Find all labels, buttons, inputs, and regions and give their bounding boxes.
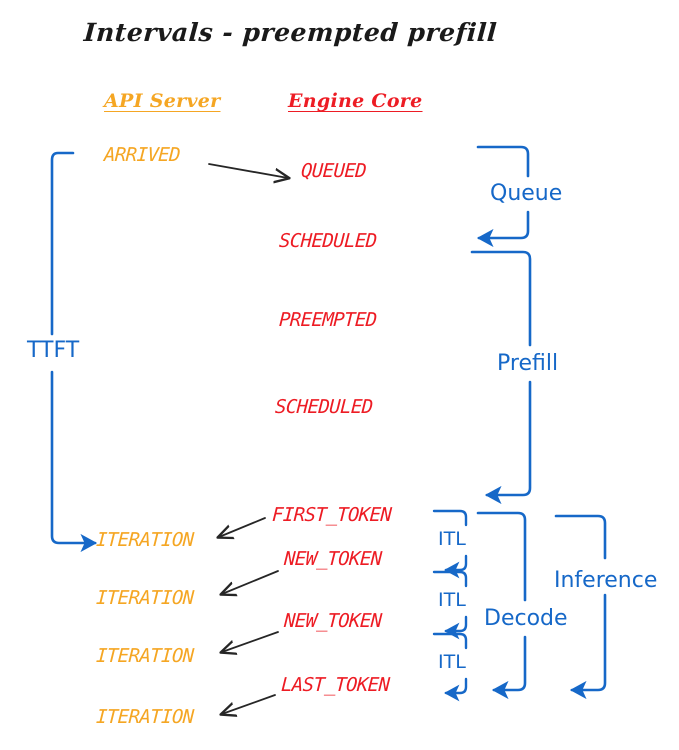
interval-label-inference: Inference: [551, 570, 661, 592]
state-new-token-2: NEW_TOKEN: [283, 610, 383, 632]
page-title: Intervals - preempted prefill: [82, 18, 498, 47]
column-header-engine-core: Engine Core: [288, 90, 423, 112]
state-scheduled-2: SCHEDULED: [274, 396, 374, 418]
state-last-token: LAST_TOKEN: [280, 674, 390, 696]
arrow-new-token-to-iteration-2: [222, 570, 279, 594]
arrow-first-token-to-iteration: [219, 517, 266, 537]
column-header-api-server: API Server: [104, 90, 221, 112]
state-first-token: FIRST_TOKEN: [271, 504, 392, 526]
interval-label-itl-1: ITL: [435, 530, 469, 549]
state-preempted: PREEMPTED: [278, 309, 378, 331]
interval-label-decode: Decode: [481, 608, 571, 630]
arrow-arrived-to-queued: [208, 163, 288, 178]
interval-label-ttft: TTFT: [24, 340, 83, 362]
state-iteration-1: ITERATION: [95, 529, 195, 551]
state-arrived: ARRIVED: [103, 144, 181, 166]
interval-label-queue: Queue: [487, 183, 566, 205]
decode-bracket: [476, 511, 527, 700]
state-iteration-2: ITERATION: [95, 587, 195, 609]
state-iteration-4: ITERATION: [95, 706, 195, 728]
state-iteration-3: ITERATION: [95, 645, 195, 667]
arrow-new-token-to-iteration-3: [222, 631, 279, 652]
arrow-last-token-to-iteration-4: [222, 694, 276, 714]
interval-label-prefill: Prefill: [494, 353, 562, 375]
inference-bracket: [554, 514, 607, 700]
interval-label-itl-3: ITL: [435, 653, 469, 672]
state-new-token-1: NEW_TOKEN: [283, 548, 383, 570]
state-queued: QUEUED: [300, 160, 367, 182]
state-scheduled-1: SCHEDULED: [278, 230, 378, 252]
interval-label-itl-2: ITL: [435, 591, 469, 610]
